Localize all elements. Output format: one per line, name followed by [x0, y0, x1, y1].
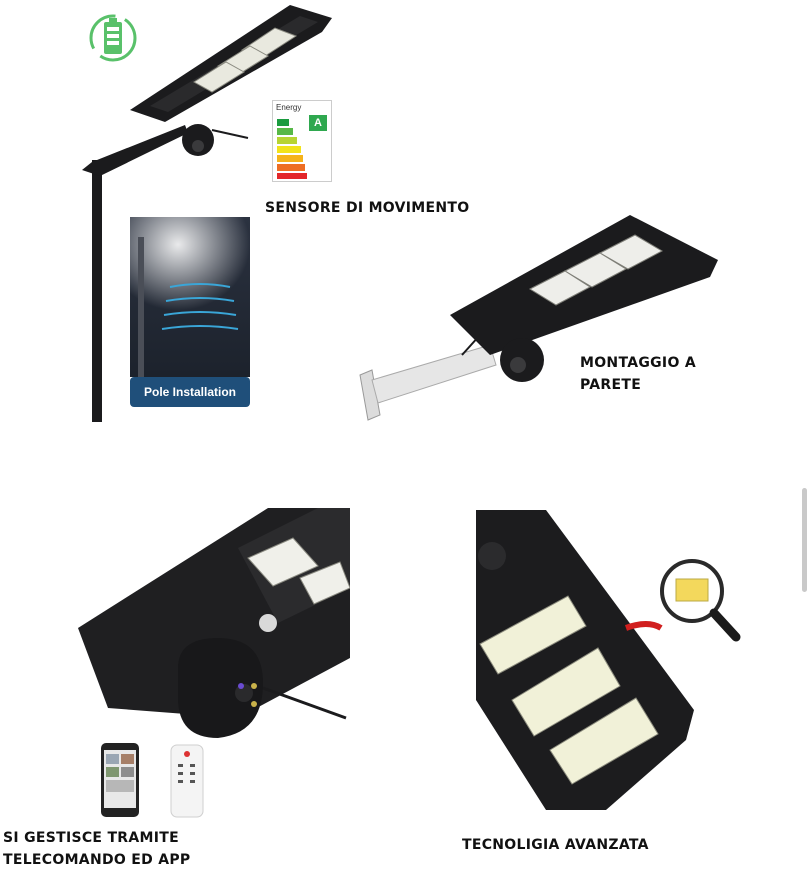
caption-motion-sensor: SENSORE DI MOVIMENTO [265, 200, 470, 216]
wall-mount-light-illustration [359, 215, 718, 421]
pole [92, 160, 102, 422]
caption-wall-mount-2: PARETE [580, 377, 642, 393]
led-technology-illustration [476, 510, 694, 810]
night-photo [130, 217, 250, 377]
led-panels [193, 27, 298, 93]
energy-label-title: Energy [276, 103, 302, 112]
wall-bracket [359, 369, 381, 421]
pole-light-illustration [82, 5, 332, 422]
remote-control-icon [170, 744, 204, 818]
smartphone-icon [101, 743, 139, 817]
led-panels [479, 595, 659, 785]
camera-body [178, 638, 263, 738]
pole-arm [82, 125, 188, 176]
caption-remote-app-2: TELECOMANDO ED APP [3, 852, 191, 868]
caption-wall-mount-1: MONTAGGIO A [580, 355, 696, 371]
energy-label-icon: Energy A [272, 100, 332, 182]
battery-recycle-icon [89, 14, 137, 62]
energy-scale-bars [277, 119, 307, 179]
led-panels [528, 234, 664, 306]
magnifier-icon [660, 559, 741, 642]
caption-advanced-tech: TECNOLIGIA AVANZATA [462, 837, 649, 853]
pole-installation-badge: Pole Installation [130, 377, 250, 407]
led-panels [247, 537, 350, 605]
caption-remote-app-1: SI GESTISCE TRAMITE [3, 830, 179, 846]
vertical-scrollbar[interactable] [802, 488, 807, 592]
energy-grade-badge: A [309, 115, 327, 131]
camera-closeup-illustration [78, 508, 350, 738]
